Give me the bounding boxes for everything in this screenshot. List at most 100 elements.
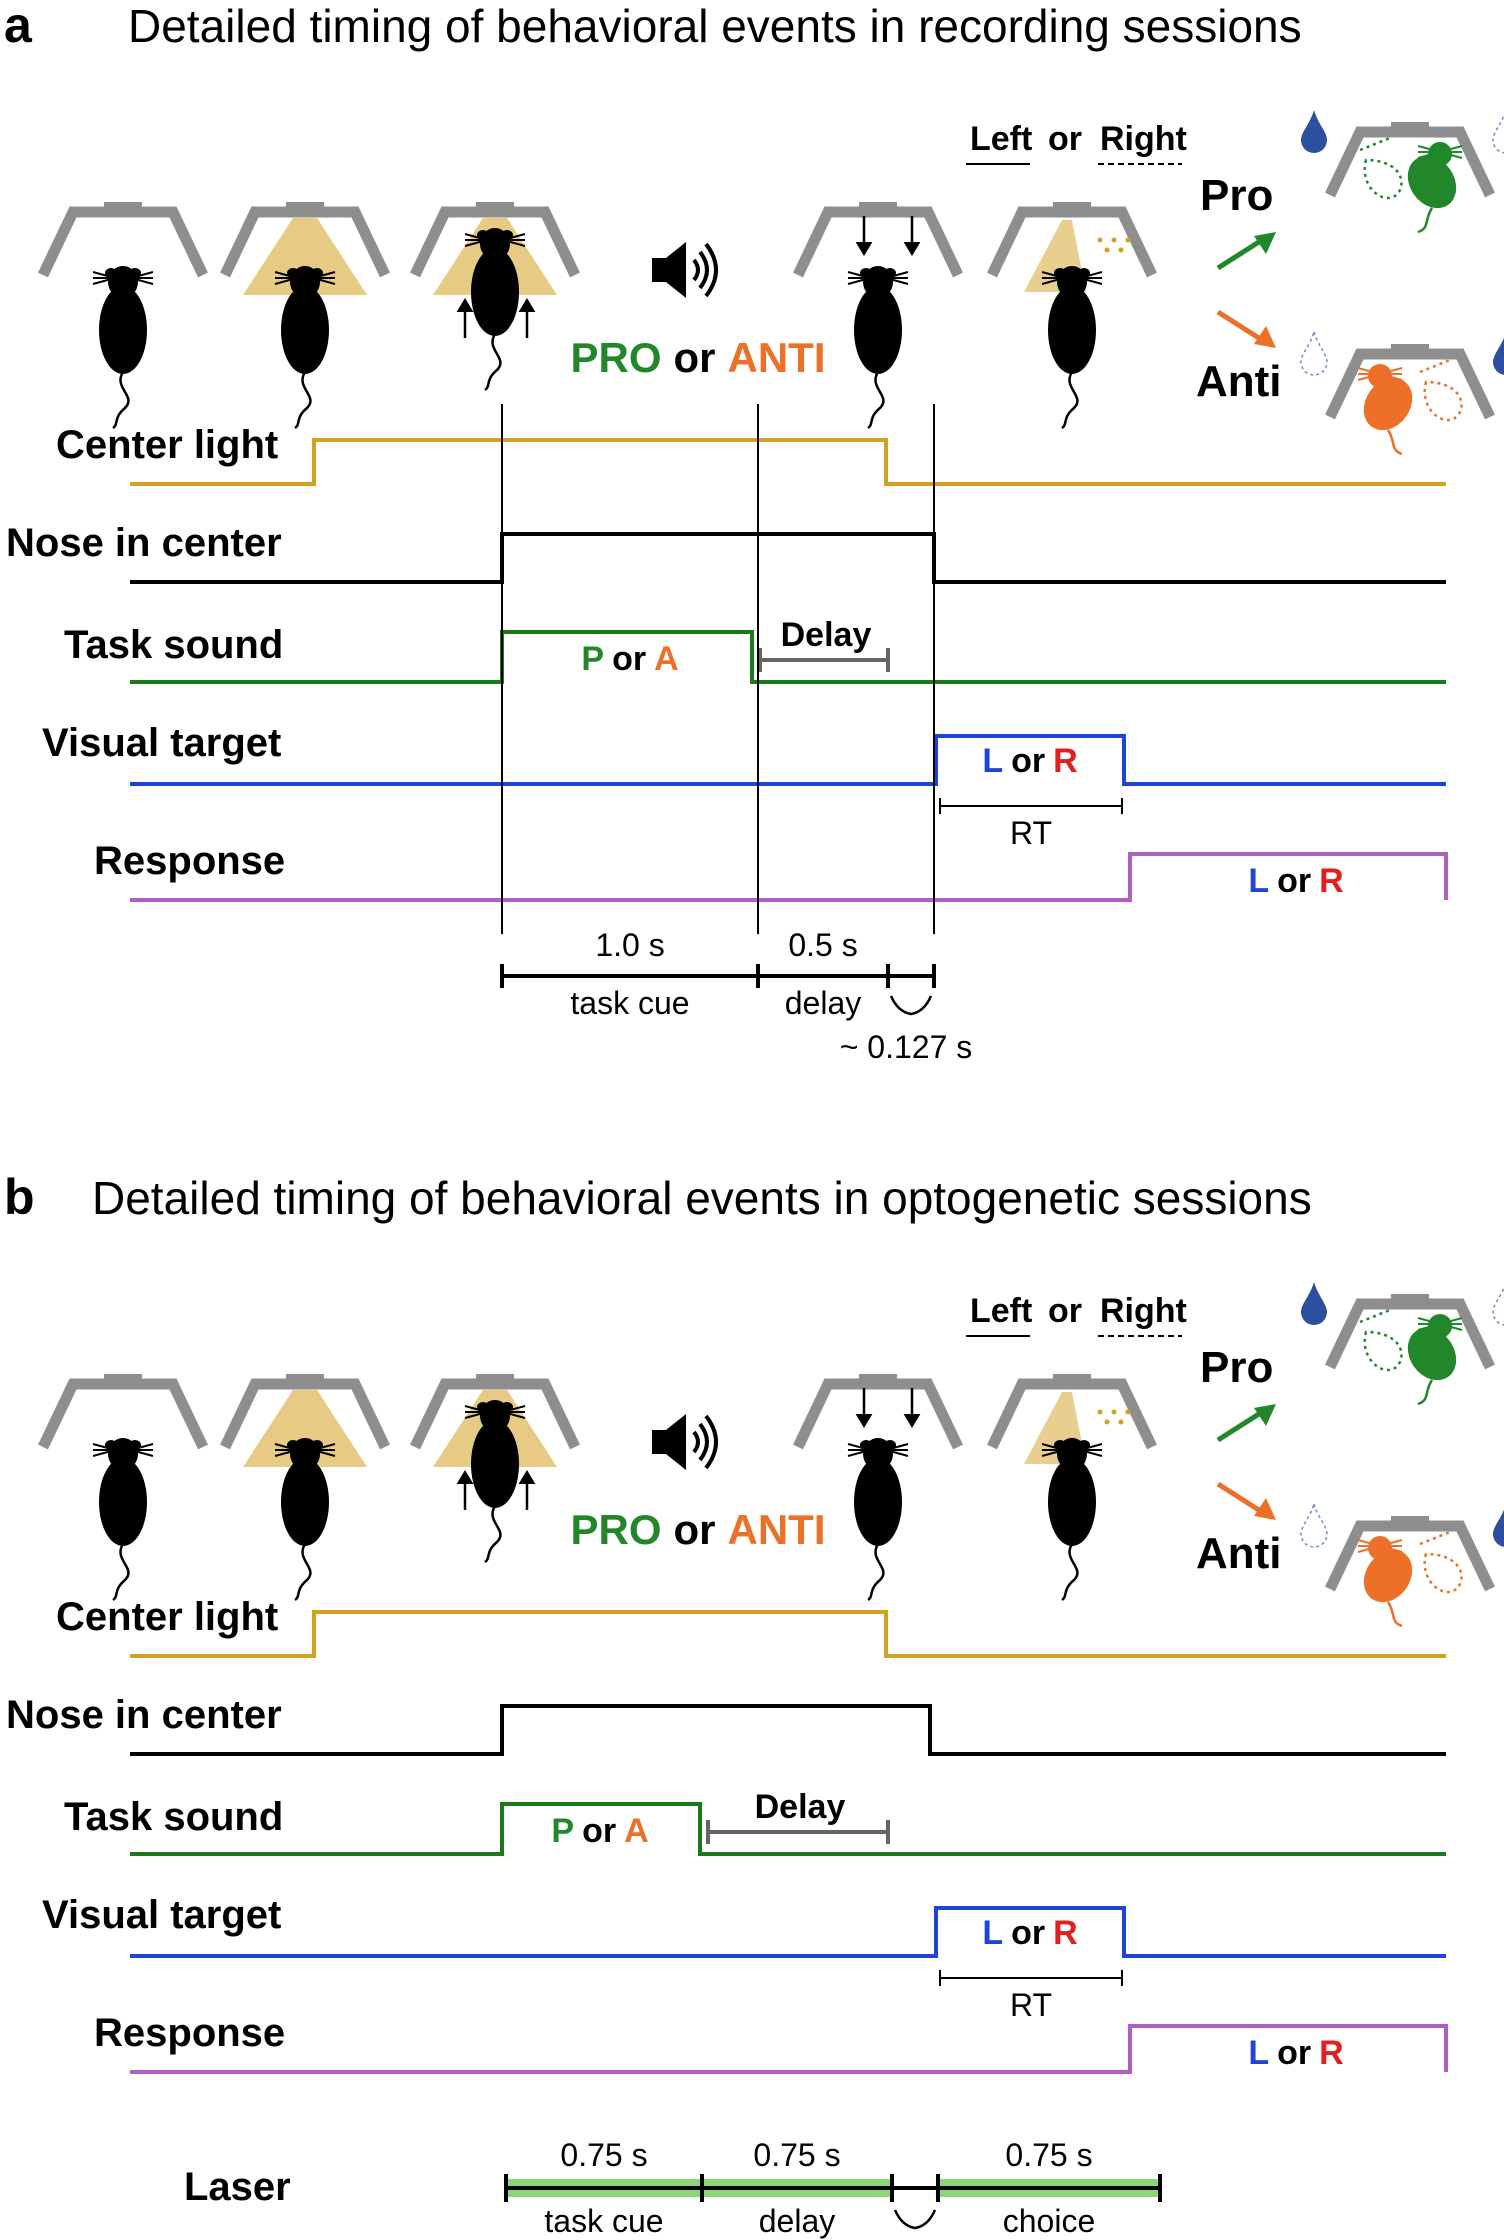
response-l: L (1248, 2034, 1269, 2072)
mouse-tail (294, 371, 312, 430)
trace-label-target: Visual target (42, 721, 281, 765)
mouse-ear (860, 268, 872, 278)
port-frame (793, 1378, 963, 1450)
trace-center-light (130, 438, 1446, 486)
water-drop-icon (1493, 1509, 1504, 1547)
mouse-tail (1386, 429, 1403, 456)
mouse-tail (867, 1543, 885, 1602)
nose-port-icon (410, 202, 580, 278)
mouse-icon (847, 1438, 909, 1602)
port-center-hole (1391, 1294, 1429, 1308)
laser-segment-name: delay (759, 2203, 836, 2239)
ghost-mouse (1423, 380, 1463, 422)
rt-label: RT (1010, 1987, 1052, 2023)
water-drop-icon (1301, 110, 1327, 153)
nose-port-icon (793, 202, 963, 278)
turned-mouse-head (1428, 1314, 1452, 1338)
mouse-body (99, 286, 147, 374)
center-light-glow (243, 1390, 367, 1467)
reward-port-icon (1325, 122, 1495, 198)
port-frame (38, 1378, 208, 1450)
trace-label-nose: Nose in center (6, 521, 282, 565)
header-right: Right (1100, 120, 1187, 158)
sound-wave (692, 1430, 700, 1454)
side-light-dot (1104, 1419, 1110, 1425)
mouse-tail (1061, 1543, 1079, 1602)
water-drop-empty-icon (1492, 113, 1504, 154)
turned-mouse-body (1363, 377, 1413, 431)
header-left: Left (970, 1292, 1032, 1330)
trace-visual-target (130, 1906, 1446, 1958)
target-r: R (1053, 1914, 1078, 1952)
mouse-ear (129, 268, 141, 278)
port-center-hole (1391, 122, 1429, 136)
cue-anti: ANTI (728, 1506, 826, 1553)
port-frame (38, 206, 208, 278)
down-arrow-head (855, 1414, 873, 1428)
port-center-hole (859, 202, 897, 216)
nose-port-icon (220, 1374, 390, 1450)
turned-mouse-head (1368, 1536, 1392, 1560)
speaker-body (652, 242, 686, 298)
mouse-ear (477, 230, 489, 240)
segment-name: delay (785, 985, 862, 1021)
turned-mouse-body (1363, 1549, 1413, 1603)
outcome-anti: Anti (1196, 1529, 1282, 1578)
sound-or: or (582, 1812, 616, 1850)
port-center-hole (859, 1374, 897, 1388)
side-light-dot (1097, 1409, 1103, 1415)
water-drop-empty-icon (1300, 1501, 1328, 1548)
sound-p: P (551, 1812, 574, 1850)
reward-port-icon (1325, 1516, 1495, 1592)
mouse-ear (287, 268, 299, 278)
rt-label: RT (1010, 815, 1052, 851)
reward-port-icon (1325, 344, 1495, 420)
mouse-body (1048, 1458, 1096, 1546)
turn-scene-icon (1300, 1501, 1504, 1628)
trace-label-response: Response (94, 839, 285, 883)
ghost-whisker (1419, 1530, 1451, 1546)
delay-label: Delay (781, 616, 872, 654)
mouse-ear (1054, 268, 1066, 278)
turned-mouse-body (1407, 1327, 1457, 1381)
port-center-hole (286, 1374, 324, 1388)
mouse-tail (1061, 371, 1079, 430)
trace-nose (130, 1704, 1446, 1756)
nose-port-icon (38, 1374, 208, 1450)
laser-duration: 0.75 s (1005, 2137, 1092, 2173)
port-center-hole (104, 202, 142, 216)
up-arrow-head (518, 298, 536, 312)
mouse-tail (294, 1543, 312, 1602)
mouse-tail (484, 333, 502, 392)
sound-wave (704, 242, 718, 298)
mouse-ear (105, 1440, 117, 1450)
response-or: or (1277, 2034, 1311, 2072)
mouse-body (99, 1458, 147, 1546)
segment-duration: 0.5 s (788, 927, 857, 963)
panel-title: Detailed timing of behavioral events in … (92, 1172, 1312, 1224)
mouse-body (471, 248, 519, 336)
trace-task-sound (130, 1802, 1446, 1856)
side-light-dot (1118, 247, 1124, 253)
side-light-dot (1097, 237, 1103, 243)
mouse-body (1048, 286, 1096, 374)
trace-label-response: Response (94, 2011, 285, 2055)
speaker-icon (652, 242, 718, 298)
gap-brace (893, 2209, 937, 2230)
up-arrow-head (456, 298, 474, 312)
mouse-ear (1078, 1440, 1090, 1450)
trace-label-light: Center light (56, 1595, 278, 1639)
ghost-mouse (1363, 1330, 1403, 1372)
gap-brace (889, 995, 933, 1016)
trace-label-sound: Task sound (64, 623, 283, 667)
mouse-ear (129, 1440, 141, 1450)
laser-duration: 0.75 s (560, 2137, 647, 2173)
ghost-whisker (1419, 358, 1451, 374)
port-center-hole (104, 1374, 142, 1388)
ghost-whisker (1359, 1308, 1391, 1324)
